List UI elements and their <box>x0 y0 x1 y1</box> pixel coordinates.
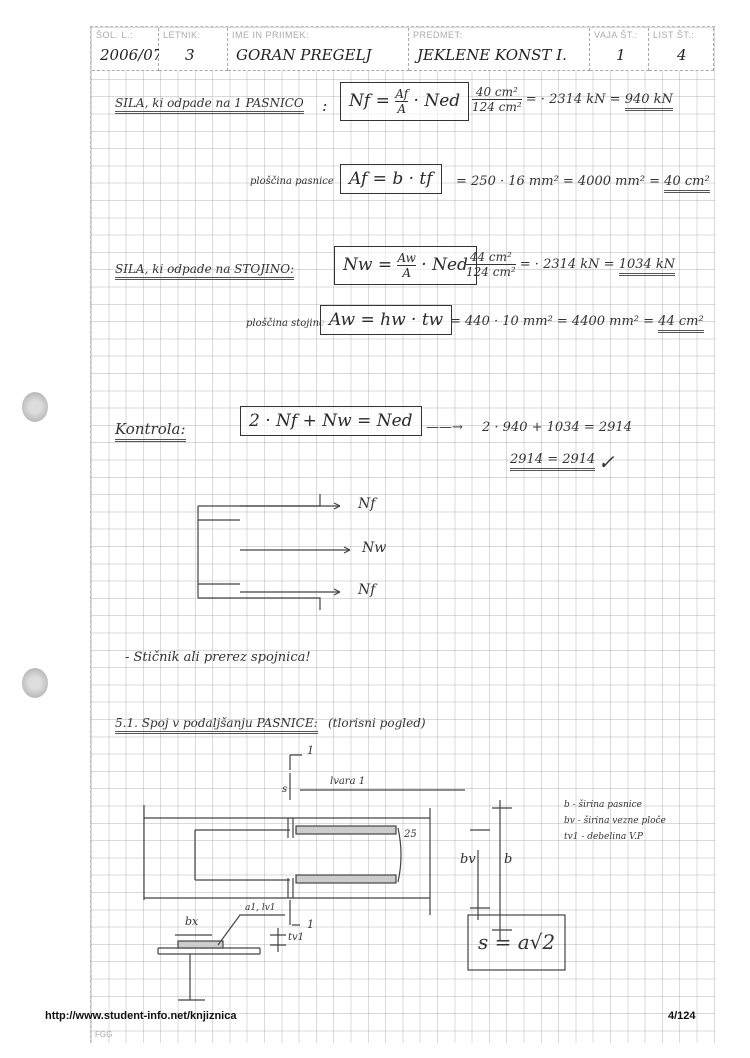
numerator: 40 cm² <box>472 85 522 100</box>
header-label: VAJA ŠT.: <box>594 30 638 40</box>
denominator: A <box>402 266 412 280</box>
calc-text: = 440 · 10 mm² = 4400 mm² = <box>450 314 659 329</box>
calc-text: = · 2314 kN = <box>525 92 625 107</box>
calc-text: = · 2314 kN = <box>519 257 619 272</box>
control-check: 2914 = 2914 <box>510 452 596 471</box>
header-cell-year: ŠOL. L.: 2006/07 <box>92 28 163 71</box>
denominator: 124 cm² <box>466 265 516 279</box>
dim-25-label: 25 <box>404 829 417 840</box>
bv-label: bv <box>460 852 476 867</box>
s-label: s <box>282 784 288 795</box>
legend-line: tv1 - debelina V.P <box>564 832 643 842</box>
nw-label: Nw <box>362 540 387 556</box>
org-mark: FGG <box>95 1030 113 1039</box>
header-label: IME IN PRIIMEK: <box>232 30 310 40</box>
section1-heading: SILA, ki odpade na 1 PASNICO <box>115 96 304 114</box>
header-label: LETNIK: <box>163 30 201 40</box>
nf-result: 940 kN <box>624 92 673 111</box>
header-value: 2006/07 <box>100 46 163 64</box>
area-label: ploščina stojine <box>246 318 325 329</box>
formula-lhs: Nf = <box>349 91 390 111</box>
af-formula: Af = b · tf <box>340 164 442 194</box>
weld-ref-label: a1, lv1 <box>245 903 276 913</box>
page-number: 4/124 <box>668 1010 696 1022</box>
header-value: GORAN PREGELJ <box>236 46 372 64</box>
weld-formula-box <box>467 914 566 971</box>
header-value: 3 <box>185 46 195 64</box>
punch-hole <box>22 668 48 698</box>
formula-rhs: · Ned <box>413 91 461 111</box>
numerator: Af <box>395 87 409 102</box>
header-cell-subject: PREDMET: JEKLENE KONST I. <box>409 28 590 71</box>
header-value: 1 <box>616 46 626 64</box>
numerator: Aw <box>397 251 416 266</box>
header-cell-grade: LETNIK: 3 <box>159 28 228 71</box>
weld-formula: s = a√2 <box>478 930 556 954</box>
af-calc: = 250 · 16 mm² = 4000 mm² = 40 cm² <box>456 174 710 193</box>
legend-line: b - širina pasnice <box>564 800 643 810</box>
nf-label-bottom: Nf <box>358 582 376 598</box>
nf-label-top: Nf <box>358 496 376 512</box>
header-label: PREDMET: <box>413 30 463 40</box>
area-label: ploščina pasnice <box>250 176 334 187</box>
header-cell-exercise: VAJA ŠT.: 1 <box>590 28 649 71</box>
b-label: b <box>504 852 513 867</box>
header-value: JEKLENE KONST I. <box>417 46 567 64</box>
header-value: 4 <box>677 46 687 64</box>
header-label: LIST ŠT.: <box>653 30 695 40</box>
control-calc: 2 · 940 + 1034 = 2914 <box>482 420 632 435</box>
formula-lhs: Nw = <box>343 255 393 275</box>
header-cell-name: IME IN PRIIMEK: GORAN PREGELJ <box>228 28 409 71</box>
weld-length-label: lvara 1 <box>330 776 366 787</box>
force-diagram <box>197 494 351 610</box>
af-result: 40 cm² <box>664 174 710 193</box>
splice-plan-drawing <box>143 754 512 1001</box>
aw-calc: = 440 · 10 mm² = 4400 mm² = 44 cm² <box>450 314 704 333</box>
header-label: ŠOL. L.: <box>96 30 134 40</box>
nw-result: 1034 kN <box>618 257 676 276</box>
colon: : <box>322 96 328 115</box>
section3-subheading: (tlorisni pogled) <box>328 716 426 730</box>
denominator: 124 cm² <box>472 100 522 114</box>
arrow: ——→ <box>426 420 463 435</box>
legend-line: bv - širina vezne ploče <box>564 816 666 826</box>
cut-label-bottom: 1 <box>307 918 314 931</box>
check-mark-icon: ✓ <box>598 450 615 474</box>
bx-label: bx <box>185 915 199 928</box>
calc-text: = 250 · 16 mm² = 4000 mm² = <box>456 174 665 189</box>
numerator: 44 cm² <box>466 250 516 265</box>
section3-heading: 5.1. Spoj v podaljšanju PASNICE: <box>115 716 318 734</box>
aw-formula: Aw = hw · tw <box>320 305 453 335</box>
header-cell-sheet: LIST ŠT.: 4 <box>649 28 714 71</box>
control-heading: Kontrola: <box>115 420 186 442</box>
cut-label-top: 1 <box>307 744 314 757</box>
note: - Stičnik ali prerez spojnica! <box>125 650 311 665</box>
punch-hole <box>22 392 48 422</box>
footer-url[interactable]: http://www.student-info.net/knjiznica <box>45 1010 237 1022</box>
denominator: A <box>397 102 407 116</box>
control-formula: 2 · Nf + Nw = Ned <box>240 406 422 436</box>
formula-rhs: · Ned <box>421 255 468 275</box>
section2-heading: SILA, ki odpade na STOJINO: <box>115 262 295 280</box>
aw-result: 44 cm² <box>658 314 704 333</box>
tv-label: tv1 <box>288 932 305 943</box>
